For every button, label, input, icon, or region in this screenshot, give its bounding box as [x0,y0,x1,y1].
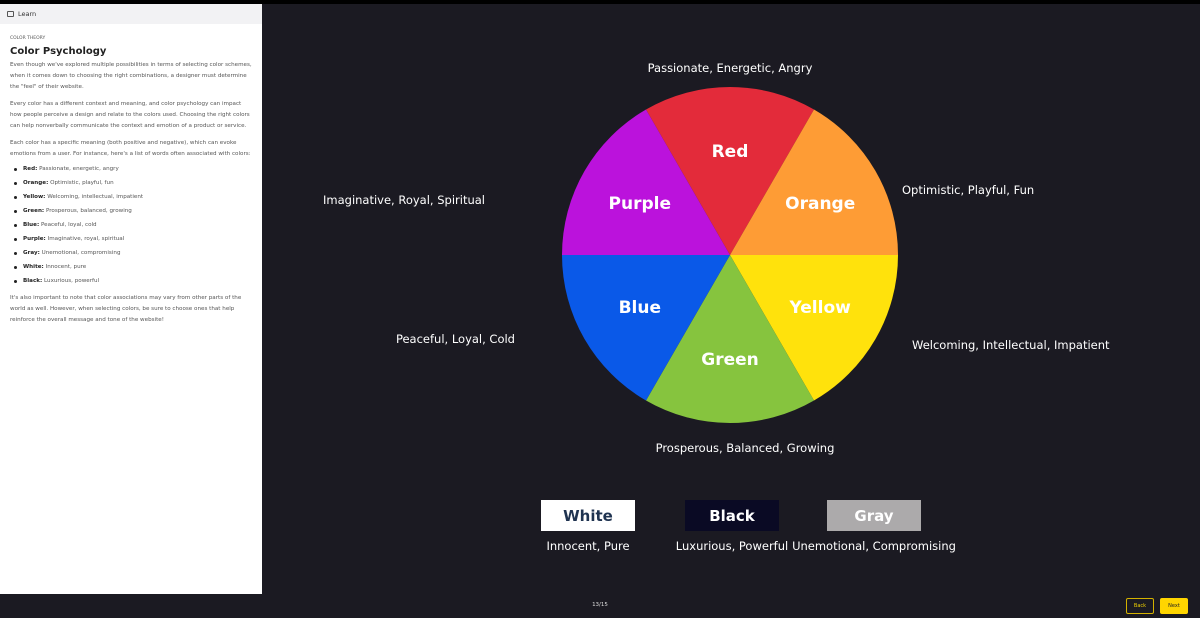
swatch-meaning: Luxurious, Powerful [675,539,789,553]
wheel-slice-red [646,86,814,255]
list-text: Purple: Imaginative, royal, spiritual [23,234,124,245]
color-list-item: Red: Passionate, energetic, angry [10,162,252,176]
slice-label: Red [712,142,749,162]
bullet-icon [14,209,17,213]
color-meaning: Imaginative, royal, spiritual [47,235,125,242]
slice-label: Purple [609,194,671,214]
list-text: Green: Prosperous, balanced, growing [23,206,132,217]
color-meaning: Luxurious, powerful [44,277,100,284]
color-name: Black: [23,277,43,284]
color-meaning: Unemotional, compromising [41,249,121,256]
color-name: White: [23,263,44,270]
slice-meaning: Peaceful, Loyal, Cold [396,332,515,346]
swatch-white: White [541,500,635,531]
slice-label: Green [701,350,759,370]
color-list-item: Black: Luxurious, powerful [10,274,252,288]
swatch-meaning: Innocent, Pure [546,539,630,553]
slice-label: Yellow [789,298,852,318]
color-name: Orange: [23,179,49,186]
bullet-icon [14,279,17,283]
bullet-icon [14,251,17,255]
paragraph: Each color has a specific meaning (both … [10,140,251,157]
paragraph: Every color has a different context and … [10,101,250,129]
wheel-slice-orange [730,109,898,256]
list-text: Orange: Optimistic, playful, fun [23,178,114,189]
swatch-black: Black [685,500,779,531]
color-list-item: Gray: Unemotional, compromising [10,246,252,260]
bullet-icon [14,237,17,241]
color-meaning: Innocent, pure [45,263,87,270]
color-list-item: Blue: Peaceful, loyal, cold [10,218,252,232]
lesson-title: Color Psychology [10,46,107,57]
color-meaning: Passionate, energetic, angry [39,165,119,172]
color-list-item: White: Innocent, pure [10,260,252,274]
color-meaning: Prosperous, balanced, growing [45,207,132,214]
color-list-item: Yellow: Welcoming, intellectual, impatie… [10,190,252,204]
bullet-icon [14,181,17,185]
book-icon [7,11,14,17]
lesson-kicker: COLOR THEORY [10,36,46,41]
bullet-icon [14,223,17,227]
footer-bar: 13/15 Back Next [0,594,1200,618]
list-text: Yellow: Welcoming, intellectual, impatie… [23,192,143,203]
color-name: Red: [23,165,38,172]
color-name: Gray: [23,249,40,256]
list-text: Red: Passionate, energetic, angry [23,164,119,175]
paragraph: It's also important to note that color a… [10,295,242,323]
paragraph: Even though we've explored multiple poss… [10,62,252,90]
color-name: Purple: [23,235,46,242]
sidebar-header-label: Learn [18,10,37,18]
color-list-item: Purple: Imaginative, royal, spiritual [10,232,252,246]
wheel-slice-purple [562,109,730,256]
slice-meaning: Optimistic, Playful, Fun [902,183,1034,197]
list-text: White: Innocent, pure [23,262,86,273]
page-indicator: 13/15 [592,602,608,608]
next-button[interactable]: Next [1160,598,1188,614]
slice-meaning: Prosperous, Balanced, Growing [656,441,835,455]
swatch-meaning: Unemotional, Compromising [792,539,956,553]
list-text: Blue: Peaceful, loyal, cold [23,220,97,231]
sidebar-header[interactable]: Learn [0,4,262,24]
back-button[interactable]: Back [1126,598,1154,614]
wheel-slice-yellow [730,255,898,401]
slice-label: Orange [785,194,855,214]
wheel-slice-green [646,255,814,423]
bullet-icon [14,265,17,269]
slice-meaning: Imaginative, Royal, Spiritual [323,193,485,207]
lesson-sidebar: Learn COLOR THEORY Color Psychology Even… [0,4,262,594]
swatch-gray: Gray [827,500,921,531]
list-text: Black: Luxurious, powerful [23,276,99,287]
wheel-slice-blue [562,255,730,401]
slice-meaning: Welcoming, Intellectual, Impatient [912,338,1110,352]
slice-label: Blue [619,298,661,318]
list-text: Gray: Unemotional, compromising [23,248,121,259]
color-meaning: Peaceful, loyal, cold [40,221,97,228]
color-meaning: Optimistic, playful, fun [50,179,114,186]
color-name: Green: [23,207,45,214]
color-name: Blue: [23,221,40,228]
bullet-icon [14,195,17,199]
color-list-item: Green: Prosperous, balanced, growing [10,204,252,218]
color-list-item: Orange: Optimistic, playful, fun [10,176,252,190]
slice-meaning: Passionate, Energetic, Angry [648,61,813,75]
bullet-icon [14,167,17,171]
color-name: Yellow: [23,193,46,200]
color-meaning: Welcoming, intellectual, impatient [47,193,144,200]
